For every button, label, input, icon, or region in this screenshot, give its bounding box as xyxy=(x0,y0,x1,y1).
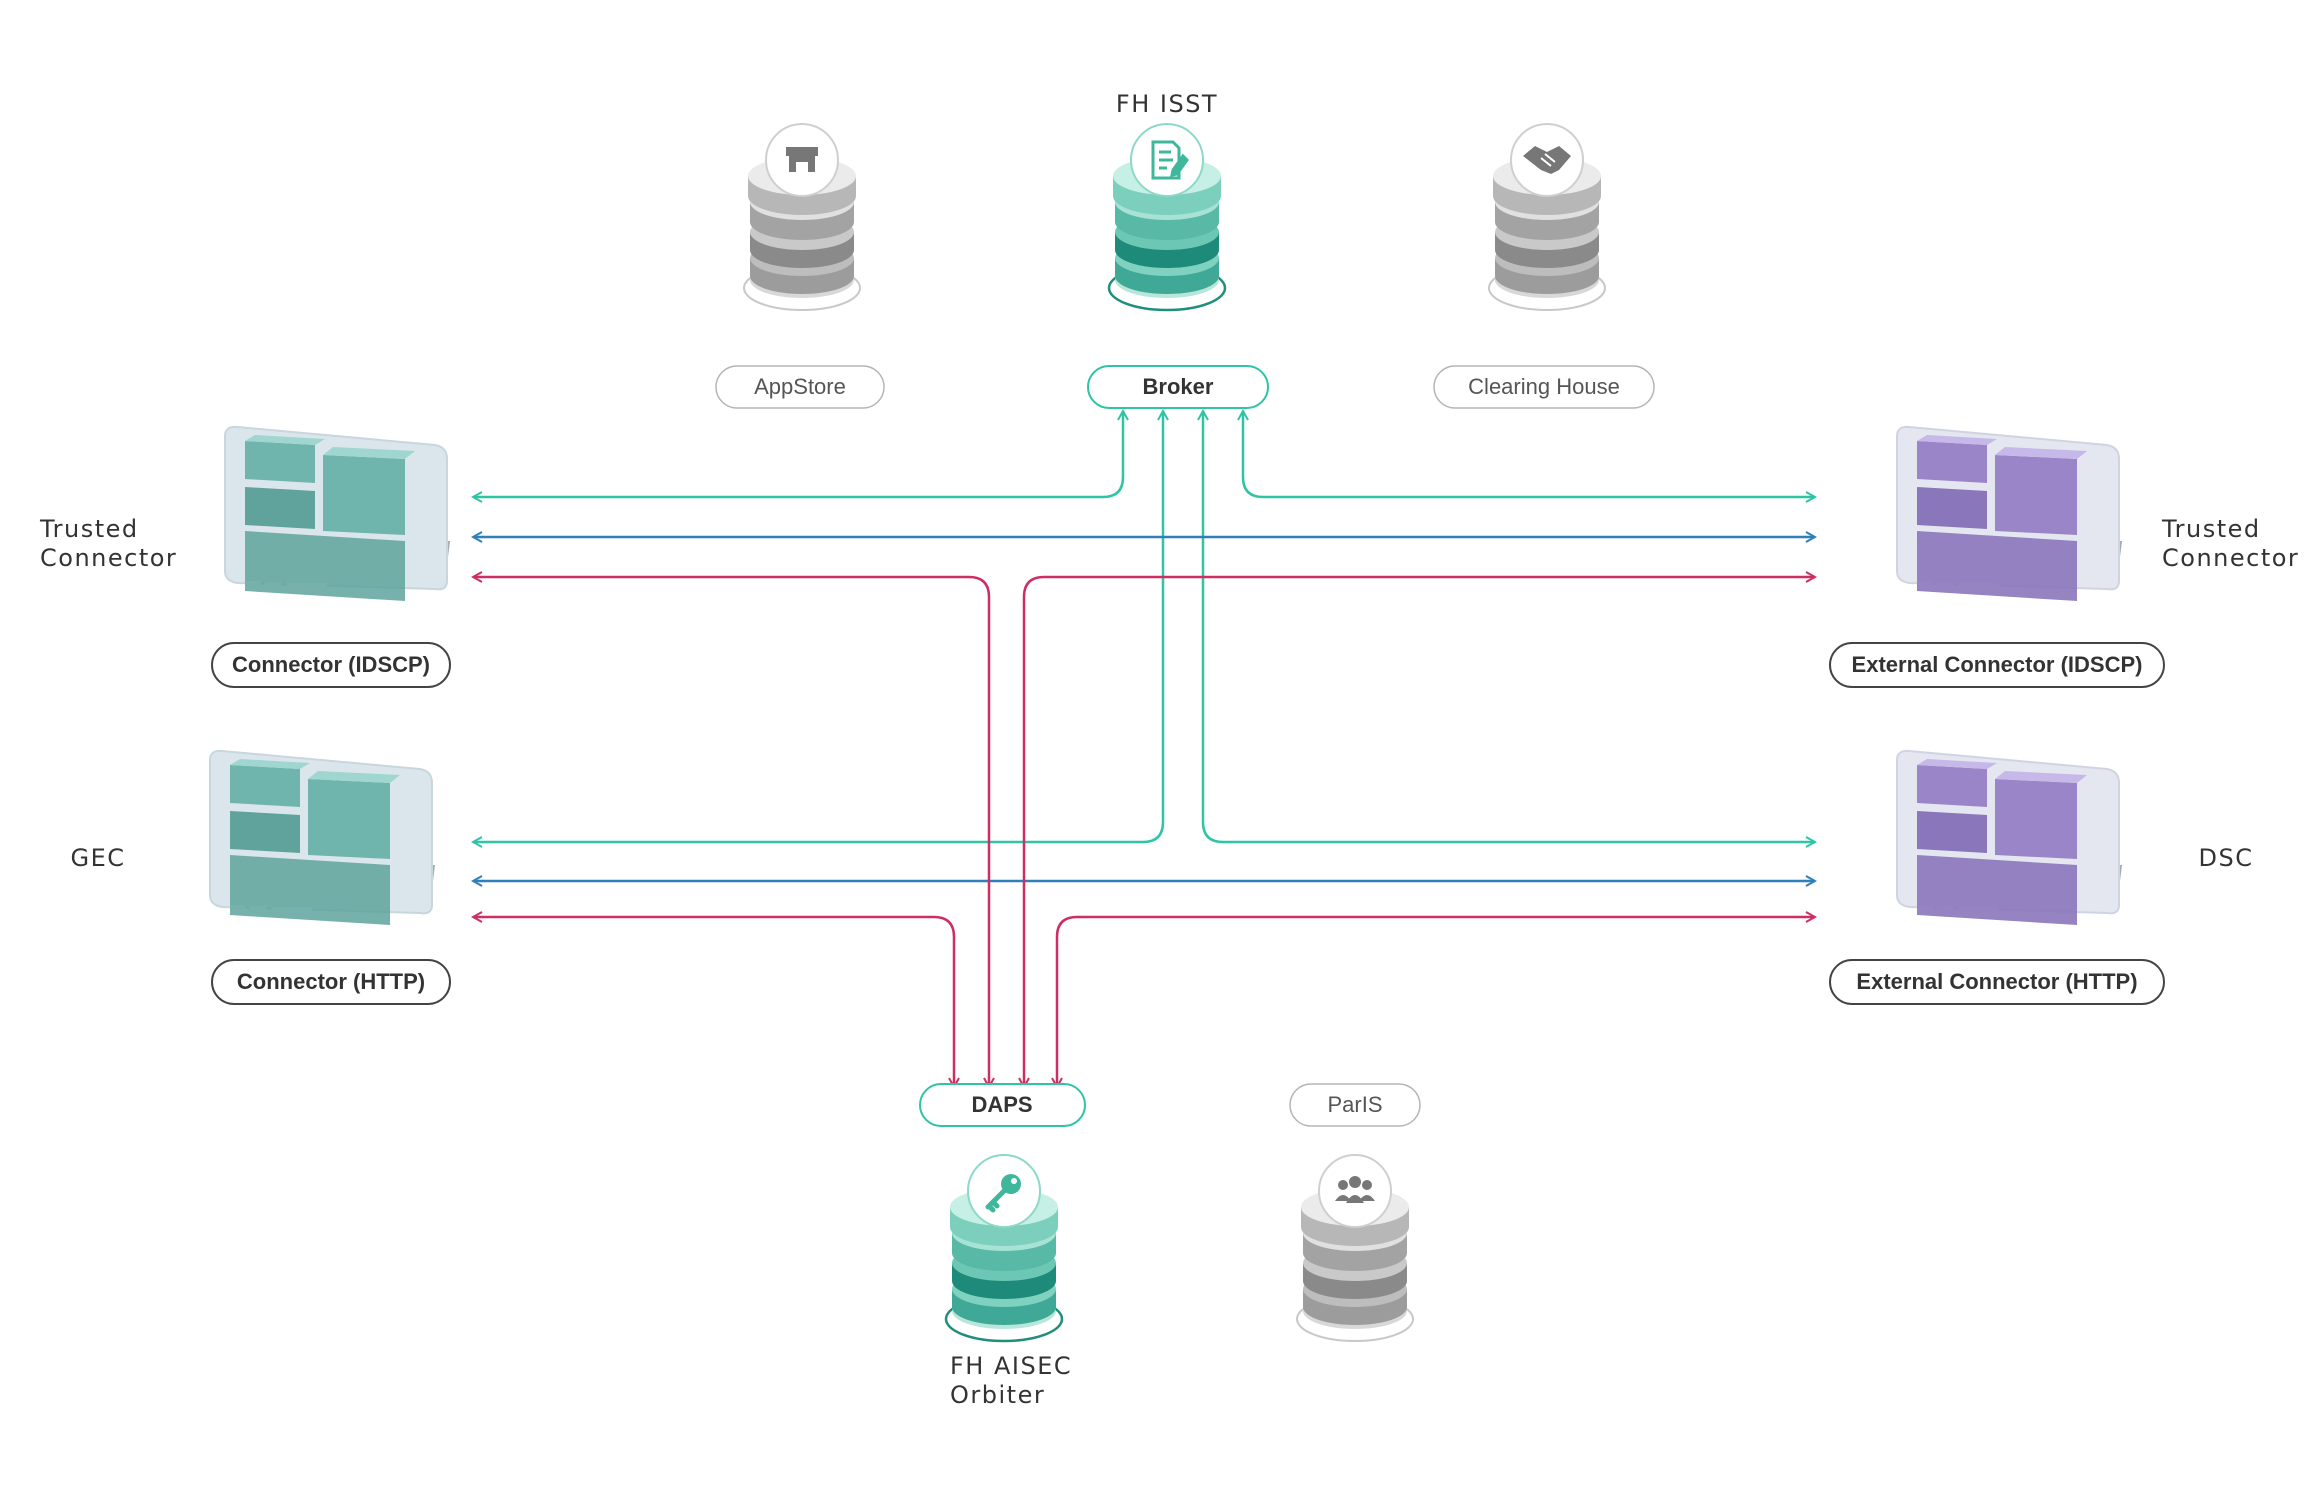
trusted-connector-right-line1: Trusted xyxy=(2161,515,2261,543)
broker-pill[interactable]: Broker xyxy=(1087,365,1269,409)
connector-idscp-label: Connector (IDSCP) xyxy=(232,652,430,677)
link-broker-left-idscp xyxy=(473,411,1123,497)
external-connector-idscp-label: External Connector (IDSCP) xyxy=(1852,652,2143,677)
connector-http-server xyxy=(209,749,435,925)
appstore-database xyxy=(743,123,861,311)
paris-label: ParIS xyxy=(1327,1092,1382,1117)
daps-database xyxy=(944,1154,1064,1343)
trusted-connector-left-line2: Connector xyxy=(40,544,177,572)
broker-label: Broker xyxy=(1143,374,1214,399)
connector-idscp-server xyxy=(224,425,450,601)
appstore-label: AppStore xyxy=(754,374,846,399)
external-connector-http-label: External Connector (HTTP) xyxy=(1856,969,2137,994)
link-daps-left-http xyxy=(473,917,954,1087)
connection-lines xyxy=(473,411,1815,1087)
paris-database xyxy=(1296,1154,1414,1342)
appstore-pill[interactable]: AppStore xyxy=(715,365,885,409)
external-connector-idscp-pill[interactable]: External Connector (IDSCP) xyxy=(1829,642,2165,688)
broker-database xyxy=(1107,123,1227,312)
external-connector-idscp-server xyxy=(1896,425,2122,601)
fh-aisec-line1: FH AISEC xyxy=(950,1352,1072,1380)
handshake-icon xyxy=(1523,146,1571,174)
gec-label: GEC xyxy=(70,844,125,872)
fh-isst-label: FH ISST xyxy=(1116,90,1218,118)
external-connector-http-server xyxy=(1896,749,2122,925)
daps-pill[interactable]: DAPS xyxy=(919,1083,1086,1127)
users-group-icon xyxy=(1335,1176,1375,1203)
trusted-connector-right-line2: Connector xyxy=(2162,544,2299,572)
clearing-house-label: Clearing House xyxy=(1468,374,1620,399)
external-connector-http-pill[interactable]: External Connector (HTTP) xyxy=(1829,959,2165,1005)
link-broker-left-http xyxy=(473,411,1163,842)
link-daps-left-idscp xyxy=(473,577,989,1087)
daps-label: DAPS xyxy=(971,1092,1032,1117)
fh-aisec-line2: Orbiter xyxy=(950,1381,1045,1409)
paris-pill[interactable]: ParIS xyxy=(1289,1083,1421,1127)
clearing-house-pill[interactable]: Clearing House xyxy=(1433,365,1655,409)
link-daps-right-http xyxy=(1057,917,1815,1087)
link-broker-right-idscp xyxy=(1243,411,1815,497)
connector-http-pill[interactable]: Connector (HTTP) xyxy=(211,959,451,1005)
link-broker-right-http xyxy=(1203,411,1815,842)
key-icon xyxy=(985,1174,1021,1213)
clearing-house-database xyxy=(1488,123,1606,311)
link-daps-right-idscp xyxy=(1024,577,1815,1087)
connector-http-label: Connector (HTTP) xyxy=(237,969,425,994)
trusted-connector-left-line1: Trusted xyxy=(39,515,139,543)
dsc-label: DSC xyxy=(2199,844,2254,872)
storefront-icon xyxy=(786,147,818,172)
document-edit-icon xyxy=(1151,140,1189,180)
connector-idscp-pill[interactable]: Connector (IDSCP) xyxy=(211,642,451,688)
